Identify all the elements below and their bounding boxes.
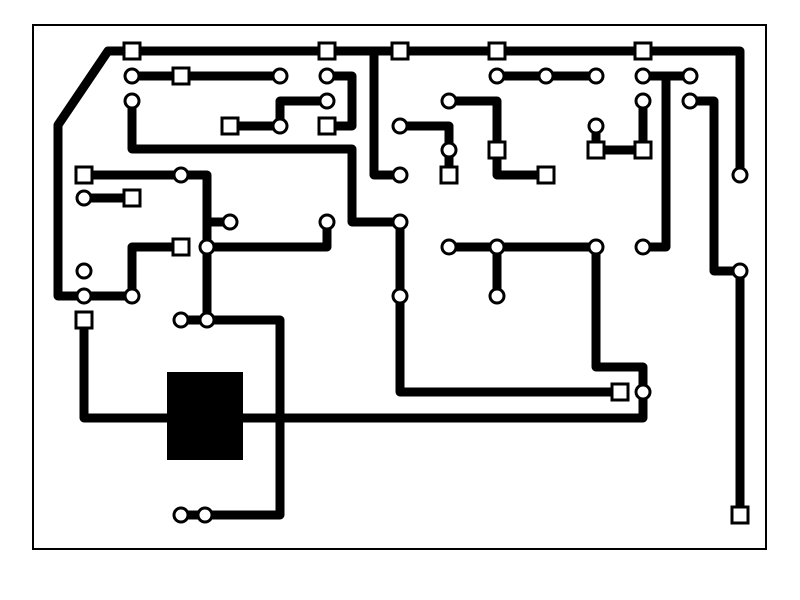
pads: [74, 41, 750, 525]
square-pad: [730, 505, 750, 525]
round-pad: [731, 262, 749, 280]
round-pad: [271, 67, 289, 85]
square-pad: [586, 140, 606, 160]
round-pad: [391, 166, 409, 184]
trace: [444, 242, 648, 397]
square-pad: [536, 165, 556, 185]
trace: [395, 291, 625, 397]
round-pad: [172, 166, 190, 184]
square-pad: [122, 41, 142, 61]
round-pad: [587, 117, 605, 135]
round-pad: [75, 287, 93, 305]
component-body: [167, 372, 243, 460]
square-pad: [317, 116, 337, 136]
round-pad: [391, 287, 409, 305]
round-pad: [391, 213, 409, 231]
round-pad: [196, 506, 214, 524]
trace: [79, 242, 186, 301]
trace: [79, 170, 212, 327]
round-pad: [318, 213, 336, 231]
square-pad: [74, 310, 94, 330]
trace: [322, 71, 357, 131]
round-pad: [318, 67, 336, 85]
round-pad: [488, 67, 506, 85]
round-pad: [537, 67, 555, 85]
round-pad: [75, 262, 93, 280]
trace: [395, 121, 454, 180]
square-pad: [487, 41, 507, 61]
round-pad: [271, 117, 289, 135]
round-pad: [681, 67, 699, 85]
round-pad: [587, 67, 605, 85]
round-pad: [440, 141, 458, 159]
trace: [53, 46, 137, 301]
trace: [79, 315, 210, 423]
round-pad: [391, 117, 409, 135]
square-pad: [171, 237, 191, 257]
square-pad: [487, 140, 507, 160]
square-pad: [610, 382, 630, 402]
square-pad: [220, 116, 240, 136]
round-pad: [634, 92, 652, 110]
round-pad: [123, 67, 141, 85]
trace: [200, 387, 648, 423]
round-pad: [587, 238, 605, 256]
round-pad: [123, 92, 141, 110]
round-pad: [681, 92, 699, 110]
round-pad: [172, 311, 190, 329]
round-pad: [440, 238, 458, 256]
round-pad: [488, 238, 506, 256]
trace: [444, 96, 551, 180]
trace: [369, 46, 405, 180]
square-pad: [317, 41, 337, 61]
round-pad: [488, 287, 506, 305]
round-pad: [318, 92, 336, 110]
trace: [127, 96, 405, 301]
square-pad: [390, 41, 410, 61]
square-pad: [633, 140, 653, 160]
square-pad: [122, 188, 142, 208]
square-pad: [171, 66, 191, 86]
square-pad: [633, 41, 653, 61]
round-pad: [198, 238, 216, 256]
round-pad: [172, 506, 190, 524]
trace: [225, 96, 332, 131]
trace: [685, 96, 745, 520]
round-pad: [634, 238, 652, 256]
square-pad: [74, 165, 94, 185]
round-pad: [634, 67, 652, 85]
round-pad: [221, 213, 239, 231]
square-pad: [439, 165, 459, 185]
round-pad: [440, 92, 458, 110]
round-pad: [198, 311, 216, 329]
round-pad: [75, 189, 93, 207]
round-pad: [123, 287, 141, 305]
round-pad: [634, 383, 652, 401]
round-pad: [731, 166, 749, 184]
